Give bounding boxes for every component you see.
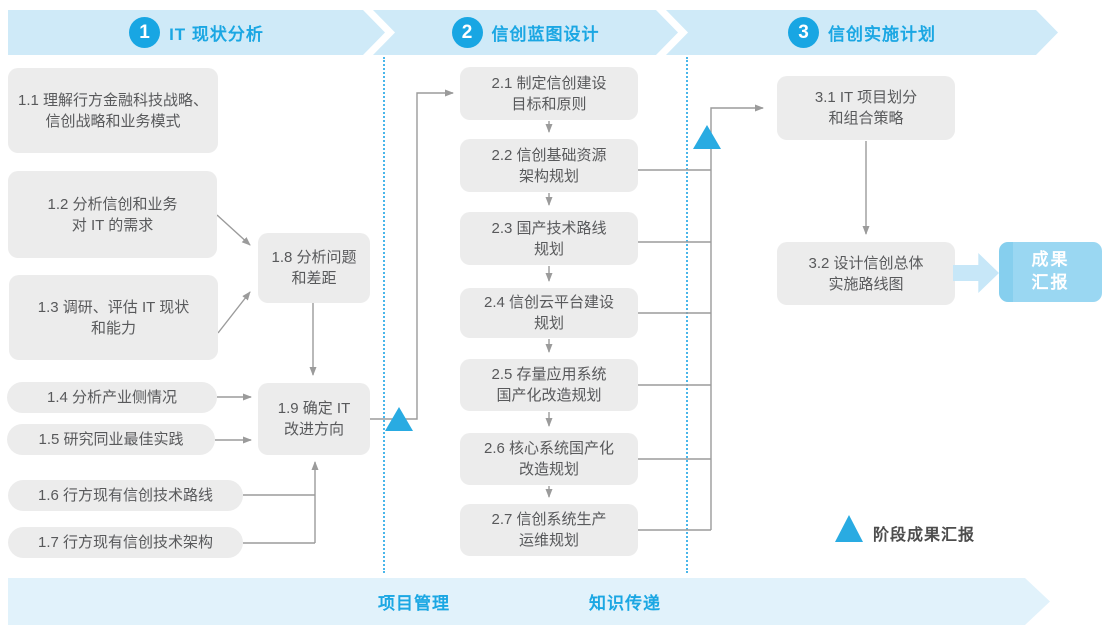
phase-3-title: 信创实施计划 (828, 25, 936, 44)
phase-divider-1 (383, 57, 385, 573)
milestone-triangle-phase-2 (693, 125, 721, 149)
phase-2-number-badge: 2 (452, 17, 483, 48)
arrow-1-2-to-1-8 (216, 214, 251, 246)
step-3-2: 3.2 设计信创总体 实施路线图 (777, 242, 955, 305)
bottom-band: 项目管理 知识传递 (8, 578, 1050, 625)
arrow-1-3-to-1-8 (217, 291, 251, 334)
bottom-label-project-management: 项目管理 (378, 594, 450, 613)
arrow-bus-to-3-1 (710, 104, 764, 530)
step-1-3: 1.3 调研、评估 IT 现状 和能力 (9, 275, 218, 360)
phase-2-banner: 2 信创蓝图设计 (373, 10, 678, 55)
step-2-5: 2.5 存量应用系统 国产化改造规划 (460, 359, 638, 411)
step-1-7: 1.7 行方现有信创技术架构 (8, 527, 243, 558)
step-1-6: 1.6 行方现有信创技术路线 (8, 480, 243, 511)
step-1-2: 1.2 分析信创和业务 对 IT 的需求 (8, 171, 217, 258)
step-2-2: 2.2 信创基础资源 架构规划 (460, 139, 638, 192)
step-1-4: 1.4 分析产业侧情况 (7, 382, 217, 413)
legend-milestone-triangle-icon (835, 515, 863, 542)
step-1-8: 1.8 分析问题 和差距 (258, 233, 370, 303)
milestone-triangle-phase-1 (385, 407, 413, 431)
step-2-7: 2.7 信创系统生产 运维规划 (460, 504, 638, 556)
phase-3-banner: 3 信创实施计划 (666, 10, 1058, 55)
step-1-1: 1.1 理解行方金融科技战略、 信创战略和业务模式 (8, 68, 218, 153)
phase-3-number-badge: 3 (788, 17, 819, 48)
step-2-3: 2.3 国产技术路线 规划 (460, 212, 638, 265)
phase-2-title: 信创蓝图设计 (491, 25, 600, 44)
step-2-6: 2.6 核心系统国产化 改造规划 (460, 433, 638, 485)
step-3-1: 3.1 IT 项目划分 和组合策略 (777, 76, 955, 140)
phase-divider-2 (686, 57, 688, 573)
result-arrow-icon (953, 253, 999, 293)
phase-1-title: IT 现状分析 (169, 25, 264, 44)
bottom-label-knowledge-transfer: 知识传递 (589, 594, 661, 613)
step-1-9: 1.9 确定 IT 改进方向 (258, 383, 370, 455)
result-report-box: 成果 汇报 (999, 242, 1102, 302)
legend-milestone-label: 阶段成果汇报 (873, 527, 976, 544)
step-2-4: 2.4 信创云平台建设 规划 (460, 288, 638, 338)
phase-1-banner: 1 IT 现状分析 (8, 10, 385, 55)
phase-1-number-badge: 1 (129, 17, 160, 48)
step-1-5: 1.5 研究同业最佳实践 (7, 424, 215, 455)
step-2-1: 2.1 制定信创建设 目标和原则 (460, 67, 638, 120)
